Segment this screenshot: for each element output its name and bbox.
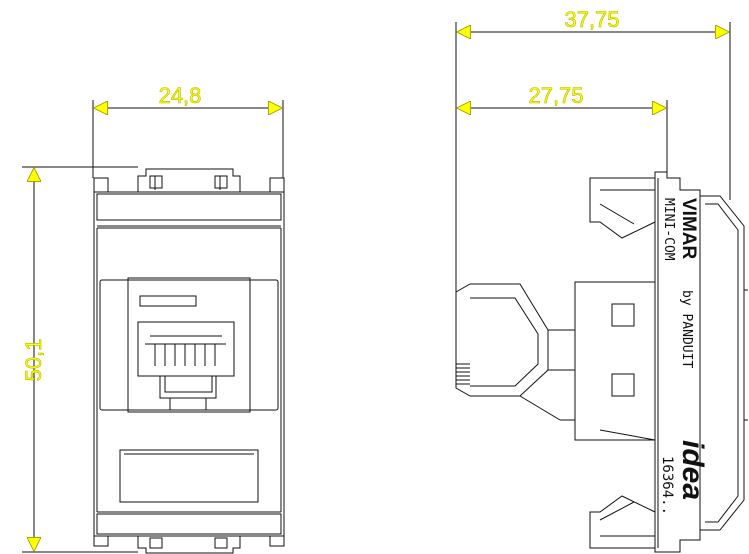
line-label: MINI-COM xyxy=(661,198,676,261)
rj45-contacts xyxy=(150,335,222,366)
side-body-label: 27,75 xyxy=(528,83,583,108)
side-window-bottom xyxy=(611,373,635,397)
front-tab-top-right xyxy=(269,177,285,193)
side-plug-housing xyxy=(455,283,549,397)
front-jack-face xyxy=(99,279,279,411)
front-body-bottom-band xyxy=(96,513,282,535)
front-body-outer xyxy=(93,191,285,537)
code-label: 16364.. xyxy=(659,456,675,515)
side-face-plate xyxy=(654,171,701,553)
front-height-label: 50,1 xyxy=(21,339,46,382)
side-total-dimension: 37,75 xyxy=(458,7,728,32)
side-window-top xyxy=(611,303,635,327)
front-lower-window xyxy=(119,449,259,503)
side-module-body xyxy=(574,281,656,441)
front-jack-latch-window xyxy=(139,295,197,307)
side-plug-ribs xyxy=(456,363,470,385)
brand-label: VIMAR xyxy=(678,198,699,260)
series-logo: idea xyxy=(676,440,709,500)
side-bottom-bracket xyxy=(589,495,656,549)
rj45-opening xyxy=(137,321,235,393)
front-jack-frame xyxy=(127,277,251,413)
side-body-dimension: 27,75 xyxy=(458,83,665,108)
front-tab-top-left xyxy=(93,177,109,193)
side-view xyxy=(455,22,748,553)
side-top-bracket xyxy=(589,177,656,239)
front-width-label: 24,8 xyxy=(159,83,202,108)
front-body-top-band xyxy=(96,193,282,221)
side-label-group: VIMAR MINI-COM by PANDUIT idea 16364.. xyxy=(659,198,709,515)
front-height-dimension: 50,1 xyxy=(21,169,46,550)
maker-label: by PANDUIT xyxy=(679,290,694,368)
side-clip-arm xyxy=(700,195,745,531)
front-clip-top xyxy=(137,168,241,192)
front-width-dimension: 24,8 xyxy=(95,83,281,108)
front-view xyxy=(22,100,285,554)
front-clip-bottom xyxy=(137,536,241,554)
side-total-label: 37,75 xyxy=(564,7,619,32)
